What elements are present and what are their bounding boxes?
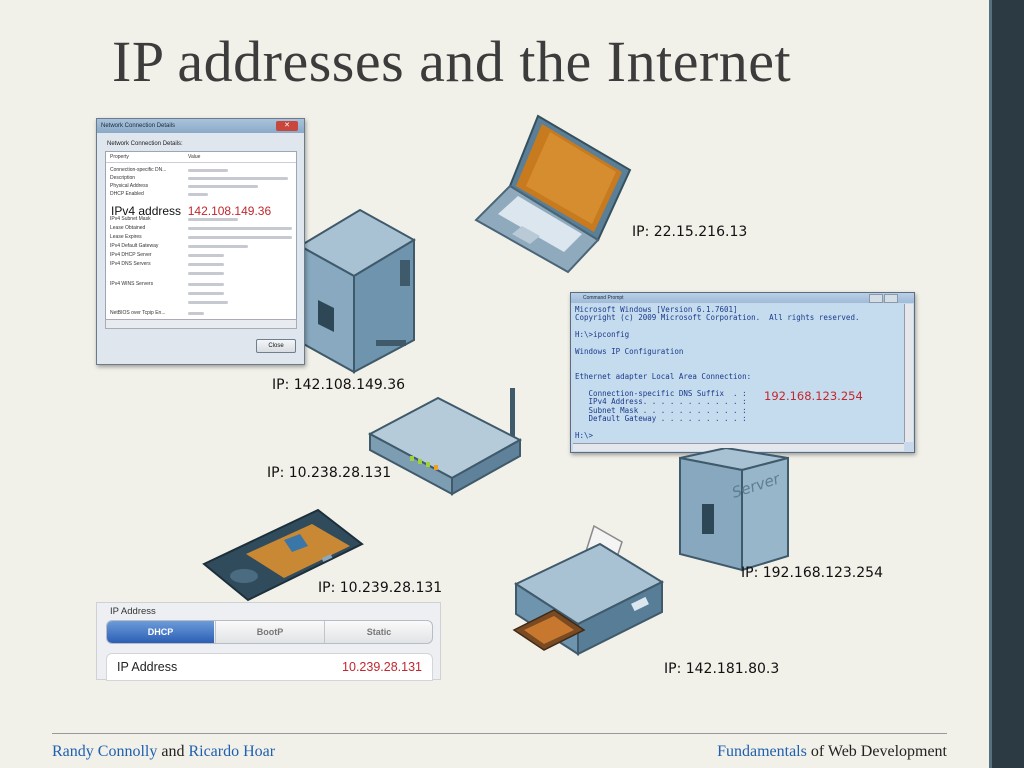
ip-mode-segmented-control: DHCP BootP Static: [106, 620, 433, 644]
list-item: IPv4 WINS Servers: [110, 281, 154, 287]
book-word-fundamentals: Fundamentals: [717, 743, 807, 760]
ipv4-address-row: IPv4 address 142.108.149.36: [111, 204, 271, 218]
server-ip-label: IP: 192.168.123.254: [741, 565, 883, 581]
list-item: Connection-specific DN...: [110, 167, 167, 173]
cmd-output[interactable]: Microsoft Windows [Version 6.1.7601] Cop…: [573, 304, 904, 442]
window-controls: [868, 294, 910, 316]
footer-divider: [52, 733, 947, 734]
server-illustration: Server: [679, 448, 789, 572]
list-item: IPv4 DNS Servers: [110, 261, 151, 267]
book-title-rest: of Web Development: [806, 743, 947, 760]
close-icon[interactable]: ✕: [276, 121, 298, 131]
ip-address-section-label: IP Address: [110, 606, 156, 617]
list-item: Physical Address: [110, 183, 149, 189]
list-item: Lease Expires: [110, 234, 142, 240]
desktop-tower-illustration: [298, 208, 416, 374]
list-item: IPv4 DHCP Server: [110, 252, 152, 258]
right-accent-strip: [989, 0, 993, 768]
dialog-subtitle: Network Connection Details:: [107, 141, 183, 147]
dialog-title: Network Connection Details: [97, 119, 304, 133]
network-connection-details-dialog: Network Connection Details ✕ Network Con…: [96, 118, 305, 365]
list-item: NetBIOS over Tcpip En...: [110, 310, 166, 316]
cmd-titlebar: Command Prompt: [571, 293, 914, 316]
list-item: Description: [110, 175, 136, 181]
router-ip-label: IP: 10.238.28.131: [267, 465, 392, 481]
horizontal-scrollbar[interactable]: [105, 319, 297, 329]
footer-authors: Randy Connolly and Ricardo Hoar: [52, 743, 275, 761]
list-item: IPv4 Subnet Mask: [110, 216, 151, 222]
ip-address-field-label: IP Address: [117, 660, 178, 674]
ipv4-address-label: IPv4 address: [111, 204, 182, 218]
router-illustration: [367, 388, 523, 496]
list-item: DHCP Enabled: [110, 191, 144, 197]
desktop-ip-label: IP: 142.108.149.36: [272, 377, 406, 393]
author-ricardo: Ricardo Hoar: [188, 743, 276, 760]
col-value: Value: [188, 154, 201, 160]
ip-address-field[interactable]: IP Address 10.239.28.131: [106, 653, 433, 681]
col-property: Property: [110, 154, 129, 160]
right-sidebar-bar: [992, 0, 1024, 768]
close-button[interactable]: Close: [256, 339, 296, 353]
laptop-illustration: [474, 114, 632, 274]
ipv4-address-value: 142.108.149.36: [187, 204, 272, 218]
cmd-ipv4-value: 192.168.123.254: [764, 389, 863, 403]
details-header: Property Value: [106, 152, 296, 163]
command-prompt-window: Command Prompt Microsoft Windows [Versio…: [570, 292, 915, 453]
tab-static[interactable]: Static: [324, 621, 432, 643]
printer-ip-label: IP: 142.181.80.3: [664, 661, 780, 677]
list-item: Lease Obtained: [110, 225, 146, 231]
author-randy: Randy Connolly: [52, 743, 158, 760]
tab-bootp[interactable]: BootP: [215, 621, 324, 643]
details-list: Property Value Connection-specific DN...…: [105, 151, 297, 325]
ip-settings-panel: IP Address DHCP BootP Static IP Address …: [96, 602, 441, 681]
minimize-icon[interactable]: [869, 294, 883, 303]
horizontal-scrollbar[interactable]: [573, 443, 904, 451]
vertical-scrollbar[interactable]: [904, 304, 913, 442]
slide-title: IP addresses and the Internet: [112, 29, 792, 94]
footer-book-title: Fundamentals of Web Development: [717, 743, 947, 761]
printer-illustration: [512, 524, 665, 656]
footer-and: and: [157, 743, 189, 760]
list-item: IPv4 Default Gateway: [110, 243, 159, 249]
maximize-icon[interactable]: [884, 294, 898, 303]
tab-dhcp[interactable]: DHCP: [107, 621, 214, 643]
cmd-window-title: Command Prompt: [583, 295, 624, 301]
laptop-ip-label: IP: 22.15.216.13: [632, 224, 748, 240]
smartphone-illustration: [202, 508, 364, 602]
phone-ip-label: IP: 10.239.28.131: [318, 580, 443, 596]
ip-address-field-value: 10.239.28.131: [342, 660, 422, 674]
